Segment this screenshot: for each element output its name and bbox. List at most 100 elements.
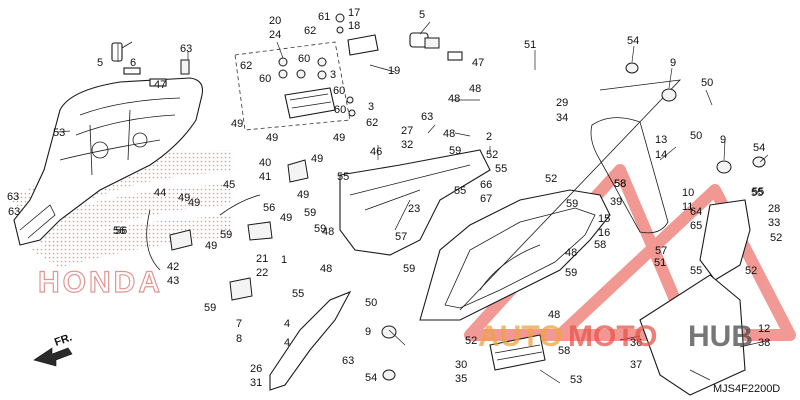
callout-label: 55	[292, 288, 304, 300]
callout-label: 49	[333, 132, 345, 144]
callout-label: 58	[558, 345, 570, 357]
callout-label: 28	[768, 203, 780, 215]
callout-label: 44	[154, 187, 166, 199]
callout-label: 11	[682, 201, 693, 213]
callout-label: 54	[753, 142, 765, 154]
callout-label: 12	[758, 323, 770, 335]
callout-label: 48	[565, 247, 577, 259]
callout-label: 59	[565, 267, 577, 279]
callout-label: 59	[204, 302, 216, 314]
callout-label: 53	[53, 127, 65, 139]
callout-label: 16	[598, 227, 610, 239]
callout-label: 58	[594, 239, 606, 251]
callout-label: 66	[480, 179, 492, 191]
luggage-box	[419, 79, 682, 321]
callout-label: 48	[448, 93, 460, 105]
callout-label: 59	[220, 229, 232, 241]
callout-label: 49	[205, 240, 217, 252]
callout-label: 5	[419, 9, 425, 21]
callout-label: 4	[284, 337, 290, 349]
callout-label: 4	[284, 318, 290, 330]
callout-label: 8	[236, 333, 242, 345]
callout-label: 61	[318, 11, 330, 23]
wordmark-auto: AUTO	[478, 320, 562, 353]
callout-label: 59	[314, 223, 326, 235]
callout-label: 31	[250, 377, 262, 389]
callout-label: 59	[403, 263, 415, 275]
callout-label: 52	[465, 335, 477, 347]
wordmark-hub: HUB	[688, 320, 753, 353]
callout-label: 62	[240, 60, 252, 72]
callout-label: 52	[486, 149, 498, 161]
callout-label: 54	[365, 372, 377, 384]
callout-label: 13	[655, 134, 667, 146]
callout-label: 67	[480, 193, 492, 205]
callout-label: 49	[297, 189, 309, 201]
callout-label: 50	[365, 297, 377, 309]
callout-label: 59	[304, 207, 316, 219]
callout-label: 38	[758, 337, 770, 349]
callout-label: 9	[670, 57, 676, 69]
callout-label: 54	[627, 35, 639, 47]
callout-label: 9	[720, 134, 726, 146]
callout-label: 60	[259, 73, 271, 85]
callout-label: 34	[556, 112, 568, 124]
callout-label: 33	[768, 217, 780, 229]
callout-label: 37	[630, 359, 642, 371]
rear-bracket-set	[234, 13, 396, 131]
callout-label: 19	[388, 65, 400, 77]
front-marker-label: FR.	[53, 331, 74, 348]
callout-label: 21	[256, 253, 268, 265]
callout-label: 48	[322, 226, 334, 238]
callout-label: 48	[320, 263, 332, 275]
wire-harness	[146, 194, 261, 271]
callout-label: 65	[690, 220, 702, 232]
callout-label: 56	[115, 225, 127, 237]
callout-label: 55	[751, 187, 763, 199]
callout-label: 1	[281, 254, 287, 266]
callout-label: 15	[598, 213, 610, 225]
callout-label: 60	[333, 85, 345, 97]
automotohub-wordmark: AUTO MOTO HUB	[478, 320, 753, 353]
key-lock-parts-upper-left	[111, 41, 190, 87]
callout-label: 14	[655, 149, 667, 161]
callout-label: 24	[269, 29, 281, 41]
callout-label: 60	[334, 104, 346, 116]
callout-label: 55	[454, 185, 466, 197]
callout-label: 23	[408, 203, 420, 215]
callout-label: 50	[701, 77, 713, 89]
callout-label: 32	[401, 139, 413, 151]
callout-label: 58	[614, 178, 626, 190]
callout-label: 49	[280, 212, 292, 224]
callout-label: 58	[614, 178, 626, 190]
callout-label: 51	[654, 257, 666, 269]
inner-tail-panel	[339, 149, 491, 256]
wordmark-moto: MOTO	[568, 320, 657, 353]
callout-label: 49	[188, 197, 200, 209]
callout-label: 22	[256, 267, 268, 279]
callout-label: 47	[472, 57, 484, 69]
callout-label: 20	[269, 15, 281, 27]
callout-label: 55	[337, 171, 349, 183]
seat-seal-ring	[590, 117, 669, 234]
callout-label: 18	[348, 20, 360, 32]
callout-label: 57	[655, 245, 667, 257]
callout-label: 62	[304, 25, 316, 37]
callout-labels: 20 24 61 62 17 18 5 47 5 6 47 63 62 60 6…	[7, 7, 782, 389]
callout-label: 29	[556, 97, 568, 109]
callout-label: 52	[745, 265, 757, 277]
callout-label: 10	[682, 187, 694, 199]
callout-label: 55	[752, 186, 764, 198]
callout-label: 53	[570, 374, 582, 386]
callout-label: 49	[178, 192, 190, 204]
callout-label: 26	[250, 363, 262, 375]
license-light-housing	[489, 334, 546, 371]
callout-label: 41	[259, 171, 271, 183]
callout-label: 48	[469, 83, 481, 95]
callout-label: 52	[770, 232, 782, 244]
callout-label: 3	[368, 101, 374, 113]
callout-label: 63	[342, 355, 354, 367]
callout-label: 48	[548, 309, 560, 321]
callout-label: 57	[395, 231, 407, 243]
